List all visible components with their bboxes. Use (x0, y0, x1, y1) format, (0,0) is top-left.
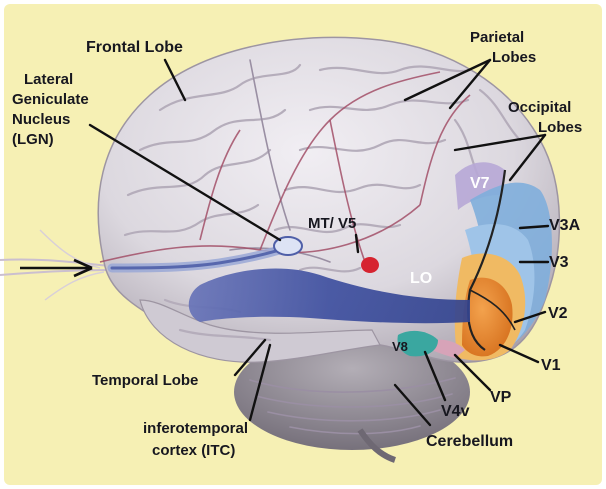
label-temporal-lobe: Temporal Lobe (92, 372, 198, 389)
label-itc-line2: cortex (ITC) (152, 442, 235, 459)
label-lgn-line3: Nucleus (12, 111, 70, 128)
label-v4v: V4v (441, 403, 470, 420)
label-vp: VP (490, 389, 512, 406)
label-mt-v5: MT/ V5 (308, 215, 356, 232)
label-occipital-line2: Lobes (538, 119, 582, 136)
label-lgn-line1: Lateral (24, 71, 73, 88)
label-v1: V1 (541, 357, 561, 374)
label-v3a: V3A (549, 217, 581, 234)
label-lgn-line4: (LGN) (12, 131, 54, 148)
label-lo: LO (410, 270, 432, 287)
label-v7: V7 (470, 175, 490, 192)
label-v3: V3 (549, 254, 569, 271)
label-frontal-lobe: Frontal Lobe (86, 39, 183, 56)
label-parietal-line1: Parietal (470, 29, 524, 46)
label-v8: V8 (392, 339, 408, 354)
area-mt-v5 (361, 257, 379, 273)
label-v2: V2 (548, 305, 568, 322)
label-occipital-line1: Occipital (508, 99, 571, 116)
label-itc-line1: inferotemporal (143, 420, 248, 437)
label-cerebellum: Cerebellum (426, 433, 513, 450)
label-lgn-line2: Geniculate (12, 91, 89, 108)
label-parietal-line2: Lobes (492, 49, 536, 66)
